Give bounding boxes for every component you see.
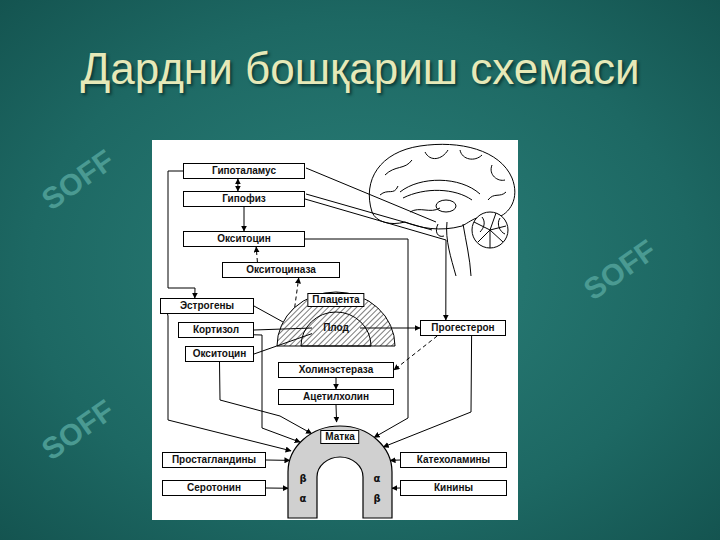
node-text: Матка [320, 430, 359, 444]
pituitary [436, 224, 444, 236]
node-text: Ацетилхолин [303, 391, 369, 403]
thalamus [436, 200, 456, 212]
connector [237, 179, 238, 191]
brainstem [447, 222, 471, 276]
node-text: Окситоцин [217, 233, 271, 245]
connector [336, 405, 338, 422]
cerebellum [472, 212, 508, 248]
uterus-shape: Матка [283, 422, 397, 518]
brain-gyri [380, 150, 506, 212]
node-text: Окситоцин [193, 348, 247, 360]
node-text: Прогестерон [431, 322, 494, 334]
process-box: Холинэстераза [278, 362, 394, 378]
connector [266, 488, 288, 489]
node-text: Серотонин [187, 482, 241, 494]
placenta-hatch [277, 292, 395, 346]
receptor-label: α [300, 493, 307, 504]
connector [168, 314, 291, 451]
node-text: Эстрогены [180, 300, 234, 312]
connector [254, 306, 283, 322]
connector [383, 336, 471, 447]
process-box: Эстрогены [160, 298, 254, 314]
process-box: Катехоламины [400, 452, 507, 468]
process-box: Кортизол [178, 322, 254, 338]
connector [266, 460, 290, 461]
cerebellum-folia [474, 213, 506, 248]
corpus-callosum [400, 180, 480, 200]
node-text: Плацента [307, 293, 364, 307]
node-text: Холинэстераза [299, 364, 374, 376]
process-box: Прогестерон [420, 320, 506, 336]
process-box: Ацетилхолин [278, 389, 394, 405]
placenta-dome: ПлацентаПлод [277, 290, 395, 346]
connector [336, 378, 337, 389]
slide-title: Дардни бошқариш схемаси [0, 44, 720, 94]
connector [394, 336, 437, 370]
receptor-label: β [299, 473, 306, 484]
fetus-label: Плод [312, 320, 360, 336]
watermark: SOFF [577, 233, 662, 307]
connector [305, 199, 446, 320]
process-box: Гипоталамус [183, 163, 305, 179]
process-box: Окситоцин [185, 346, 254, 362]
fetus-outline [301, 312, 371, 346]
process-box: Окситоцин [183, 231, 305, 247]
connector [392, 488, 400, 489]
leader-line [306, 194, 432, 230]
watermark: SOFF [35, 143, 120, 217]
process-box: Простагландины [162, 452, 266, 468]
node-text: Кинины [434, 482, 473, 494]
uterus-wall [288, 426, 392, 518]
receptor-label: α [374, 473, 381, 484]
connector [256, 247, 257, 262]
node-text: Окситоциназа [246, 264, 316, 276]
node-text: Плод [323, 322, 349, 334]
process-box: Окситоциназа [222, 262, 340, 278]
node-text: Кортизол [193, 324, 239, 336]
connector [244, 207, 245, 231]
node-text: Гипофиз [222, 193, 266, 205]
receptor-label: β [373, 493, 380, 504]
process-box: Серотонин [162, 480, 266, 496]
process-box: Кинины [400, 480, 507, 496]
connector [390, 460, 400, 461]
node-text: Гипоталамус [212, 165, 276, 177]
connector [295, 278, 299, 307]
leader-line [306, 168, 436, 222]
process-box: Гипофиз [183, 191, 305, 207]
watermark: SOFF [35, 393, 120, 467]
node-text: Простагландины [172, 454, 256, 466]
node-text: Катехоламины [417, 454, 490, 466]
